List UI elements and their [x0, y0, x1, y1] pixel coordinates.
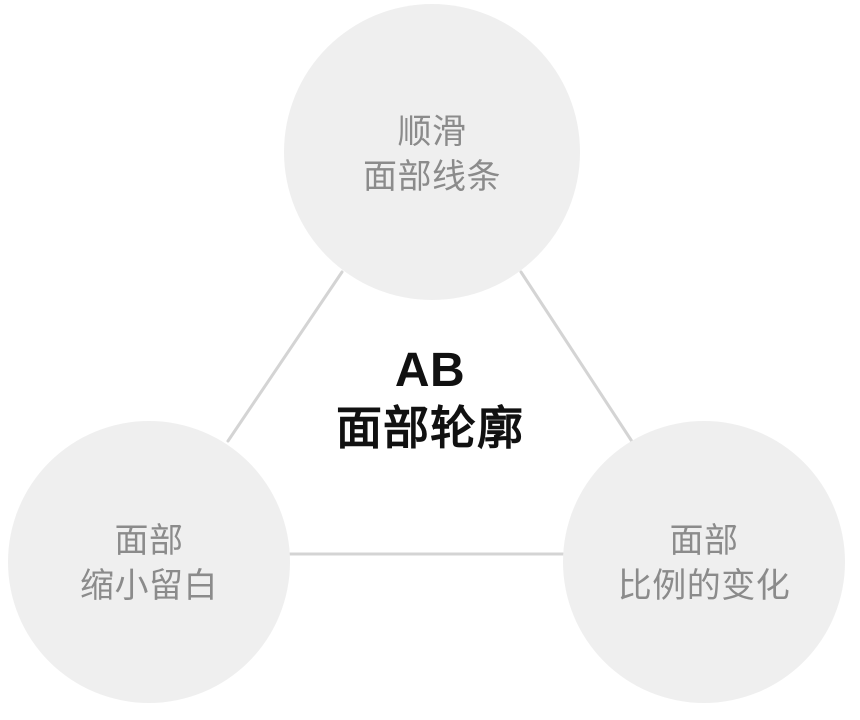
node-smooth-facial-lines[interactable]: 顺滑 面部线条: [284, 4, 580, 300]
node-label-line-1: 顺滑: [397, 113, 467, 152]
center-hub-line-1: AB: [394, 344, 466, 398]
node-label-line-1: 面部: [114, 522, 184, 561]
node-label-group: 顺滑 面部线条: [363, 110, 501, 200]
center-hub-label: AB 面部轮廓: [240, 336, 620, 466]
node-label-group: 面部 比例的变化: [618, 519, 791, 609]
center-hub-line-2: 面部轮廓: [336, 402, 524, 455]
node-face-proportion-change[interactable]: 面部 比例的变化: [563, 421, 845, 703]
node-face-reduced-whitespace[interactable]: 面部 缩小留白: [8, 421, 290, 703]
node-label-group: 面部 缩小留白: [80, 519, 218, 609]
node-label-line-2: 比例的变化: [617, 567, 791, 605]
node-label-line-2: 缩小留白: [80, 567, 218, 605]
node-label-line-1: 面部: [669, 522, 739, 561]
node-label-line-2: 面部线条: [363, 158, 501, 196]
